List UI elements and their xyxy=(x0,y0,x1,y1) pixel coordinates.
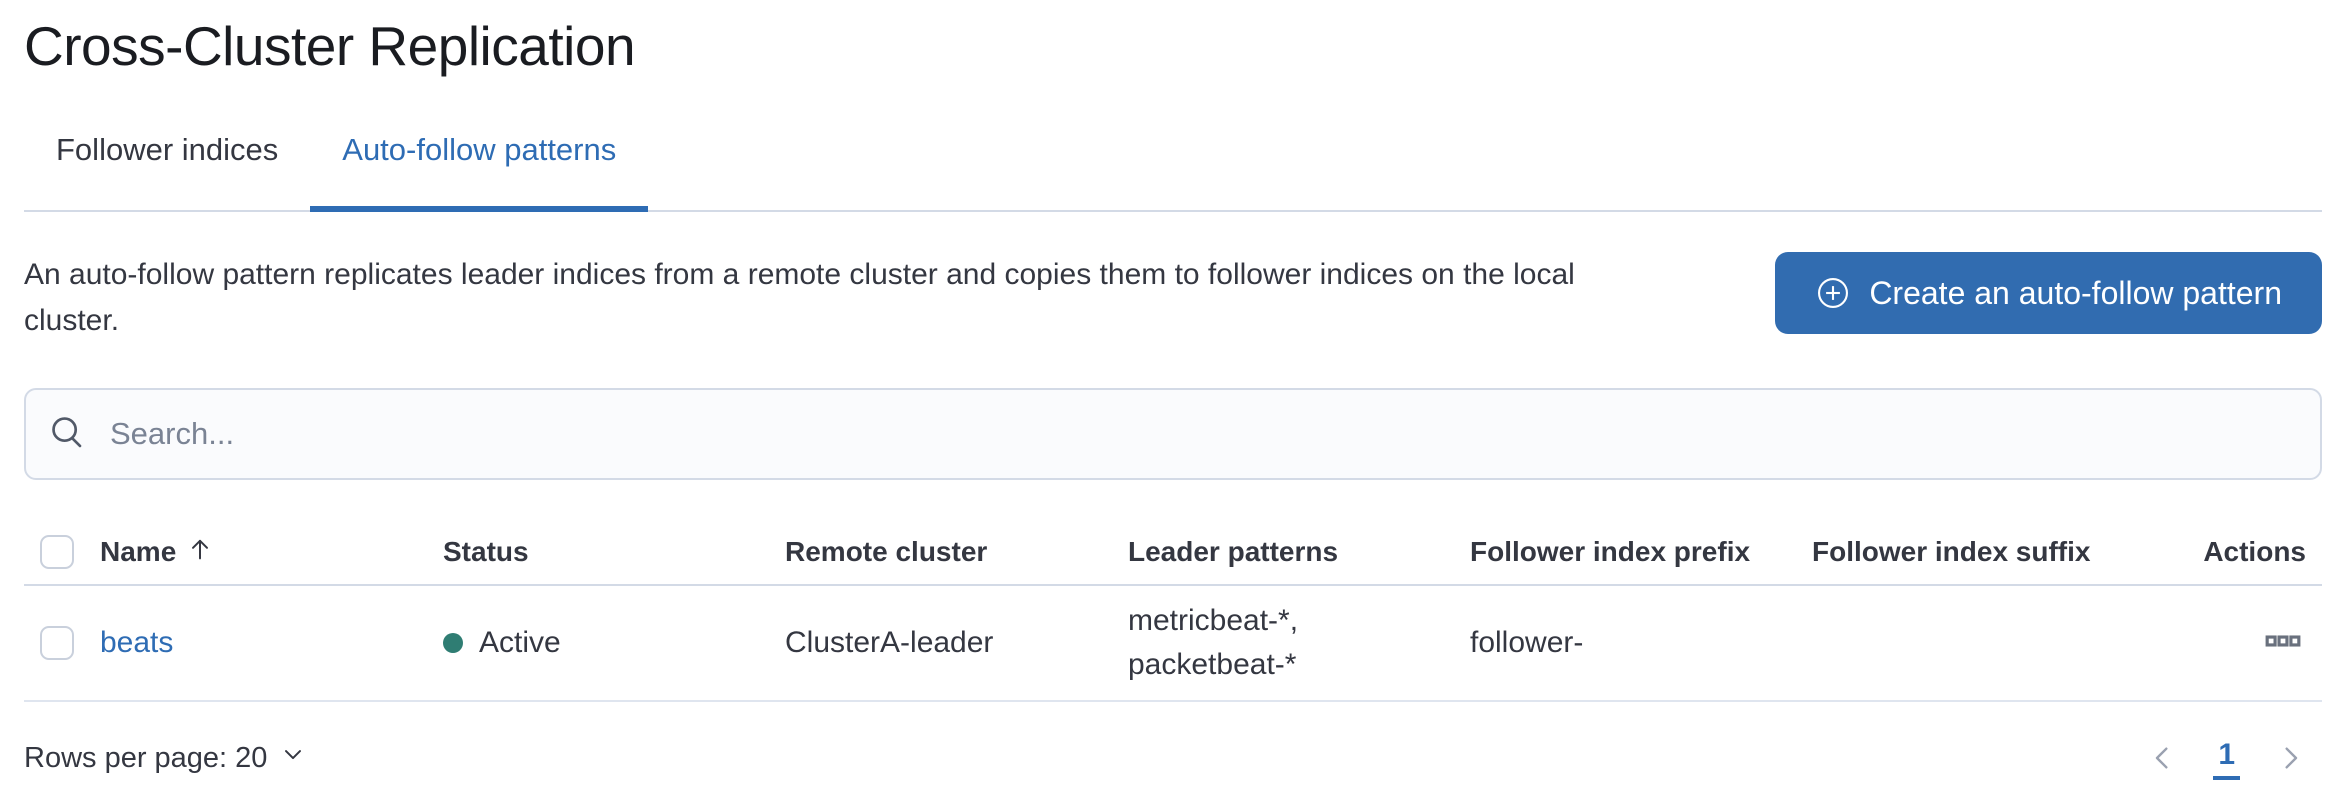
column-header-leader-patterns: Leader patterns xyxy=(1128,536,1339,567)
select-all-checkbox[interactable] xyxy=(40,535,74,569)
column-header-name[interactable]: Name xyxy=(100,535,443,570)
tab-auto-follow-patterns-label: Auto-follow patterns xyxy=(342,132,617,167)
cell-leader-patterns: metricbeat-*, packetbeat-* xyxy=(1128,604,1299,681)
column-header-follower-index-suffix: Follower index suffix xyxy=(1812,536,2091,567)
select-row-checkbox[interactable] xyxy=(40,626,74,660)
pagination-page-1[interactable]: 1 xyxy=(2213,736,2240,780)
rows-per-page-label: Rows per page: 20 xyxy=(24,741,268,774)
status-active-dot-icon xyxy=(443,633,463,653)
auto-follow-patterns-table: Name Status Remote cluster Leader patter… xyxy=(24,520,2322,702)
boxes-horizontal-icon xyxy=(2264,635,2302,663)
intro-section: An auto-follow pattern replicates leader… xyxy=(24,252,2322,344)
page-title: Cross-Cluster Replication xyxy=(24,15,636,77)
cell-actions xyxy=(2260,618,2306,668)
column-header-status: Status xyxy=(443,536,529,567)
chevron-down-icon xyxy=(279,740,307,776)
plus-in-circle-icon xyxy=(1815,275,1851,311)
cell-name: beats xyxy=(100,626,443,660)
pattern-link-beats[interactable]: beats xyxy=(100,626,174,659)
column-header-follower-index-prefix: Follower index prefix xyxy=(1470,536,1751,567)
table-row-beats: beats Active ClusterA-leader metricbeat-… xyxy=(24,586,2322,702)
tab-follower-indices-label: Follower indices xyxy=(56,132,279,167)
status-label: Active xyxy=(479,626,561,659)
chevron-left-icon xyxy=(2147,747,2179,777)
cross-cluster-replication-page: Cross-Cluster Replication Follower indic… xyxy=(24,15,2322,780)
search-input[interactable] xyxy=(108,415,2298,453)
column-header-actions: Actions xyxy=(2203,536,2306,567)
pagination-next-button[interactable] xyxy=(2274,742,2306,774)
pagination: 1 xyxy=(2147,736,2306,780)
create-auto-follow-pattern-button[interactable]: Create an auto-follow pattern xyxy=(1775,252,2322,334)
tab-follower-indices[interactable]: Follower indices xyxy=(24,104,310,210)
cell-remote-cluster: ClusterA-leader xyxy=(785,626,994,659)
sort-ascending-arrow-icon xyxy=(186,535,214,570)
tab-bar: Follower indices Auto-follow patterns xyxy=(24,104,2322,212)
create-button-label: Create an auto-follow pattern xyxy=(1869,274,2282,311)
table-footer: Rows per page: 20 1 xyxy=(24,736,2322,780)
search-bar xyxy=(24,388,2322,480)
row-actions-button[interactable] xyxy=(2260,618,2306,664)
page-description: An auto-follow pattern replicates leader… xyxy=(24,258,1575,337)
table-header-row: Name Status Remote cluster Leader patter… xyxy=(24,520,2322,586)
pagination-previous-button[interactable] xyxy=(2147,742,2179,774)
rows-per-page-button[interactable]: Rows per page: 20 xyxy=(24,740,307,776)
chevron-right-icon xyxy=(2274,747,2306,777)
cell-status: Active xyxy=(443,626,785,660)
search-icon xyxy=(48,413,86,456)
column-header-remote-cluster: Remote cluster xyxy=(785,536,988,567)
cell-follower-index-prefix: follower- xyxy=(1470,626,1584,659)
tab-auto-follow-patterns[interactable]: Auto-follow patterns xyxy=(310,104,649,212)
